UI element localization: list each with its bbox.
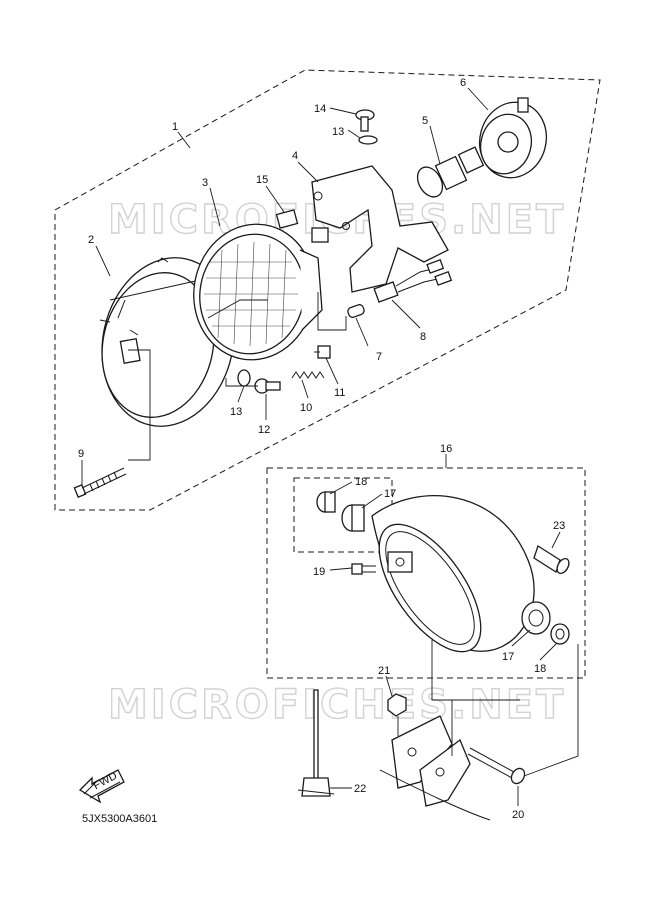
watermark-bottom: MICROFICHES.NET bbox=[108, 682, 566, 728]
bulb-socket bbox=[373, 259, 453, 303]
callout-16: 16 bbox=[440, 443, 452, 455]
clip-nut bbox=[275, 209, 299, 229]
lens-grid bbox=[204, 241, 298, 347]
callout-21: 21 bbox=[378, 665, 390, 677]
damper-17-upper bbox=[341, 504, 365, 532]
callout-22: 22 bbox=[354, 783, 366, 795]
callout-18-lower: 18 bbox=[534, 663, 546, 675]
collar-18-upper bbox=[316, 491, 336, 513]
washer-13-top bbox=[358, 135, 378, 145]
callout-18-upper: 18 bbox=[355, 476, 367, 488]
bolt-20 bbox=[467, 747, 526, 785]
callout-8: 8 bbox=[420, 331, 426, 343]
headlight-housing bbox=[371, 495, 535, 653]
callout-5: 5 bbox=[422, 115, 428, 127]
callout-10: 10 bbox=[300, 402, 312, 414]
alignment-line bbox=[225, 378, 258, 387]
forward-arrow-icon bbox=[78, 769, 125, 804]
alignment-line bbox=[431, 640, 520, 701]
headlight-bracket bbox=[311, 165, 449, 293]
callout-leaders bbox=[81, 87, 561, 806]
sleeve-23 bbox=[533, 545, 570, 575]
adjuster-nut bbox=[314, 345, 331, 359]
callout-17-lower: 17 bbox=[502, 651, 514, 663]
callout-14: 14 bbox=[314, 103, 326, 115]
callout-2: 2 bbox=[88, 234, 94, 246]
callout-4: 4 bbox=[292, 150, 298, 162]
bracket-hole bbox=[313, 191, 323, 201]
headlight-bulb bbox=[416, 146, 485, 198]
screw-14 bbox=[355, 109, 375, 132]
alignment-line bbox=[317, 292, 347, 331]
callout-1: 1 bbox=[172, 121, 178, 133]
headlight-lens-unit bbox=[193, 223, 329, 361]
bracket-hole bbox=[342, 222, 350, 230]
mount-bracket bbox=[379, 715, 491, 821]
alignment-line bbox=[207, 299, 268, 319]
callout-7: 7 bbox=[376, 351, 382, 363]
callout-19: 19 bbox=[313, 566, 325, 578]
bolt-19 bbox=[351, 563, 376, 575]
callout-6: 6 bbox=[460, 77, 466, 89]
callout-12: 12 bbox=[258, 424, 270, 436]
callout-13-lower: 13 bbox=[230, 406, 242, 418]
pilot-bulb bbox=[347, 304, 365, 318]
callout-15: 15 bbox=[256, 174, 268, 186]
callout-11: 11 bbox=[334, 387, 345, 399]
screw-12 bbox=[254, 378, 281, 394]
headlight-assembly-boundary bbox=[54, 69, 601, 511]
callout-20: 20 bbox=[512, 809, 524, 821]
damper-17-lower bbox=[521, 601, 551, 635]
washer-13-lower bbox=[237, 369, 251, 387]
callout-9: 9 bbox=[78, 448, 84, 460]
diagram-code: 5JX5300A3601 bbox=[82, 813, 157, 825]
nut-21 bbox=[387, 693, 407, 717]
alignment-line bbox=[523, 644, 579, 777]
callout-23: 23 bbox=[553, 520, 565, 532]
socket-cover bbox=[478, 97, 548, 179]
callout-17-upper: 17 bbox=[384, 488, 396, 500]
cable-tie bbox=[297, 689, 335, 797]
alignment-line bbox=[128, 349, 151, 461]
callout-3: 3 bbox=[202, 177, 208, 189]
collar-18-lower bbox=[550, 623, 570, 645]
long-screw bbox=[73, 467, 127, 498]
callout-13-upper: 13 bbox=[332, 126, 344, 138]
housing-assembly-boundary bbox=[266, 467, 586, 679]
adjust-spring bbox=[291, 371, 325, 379]
